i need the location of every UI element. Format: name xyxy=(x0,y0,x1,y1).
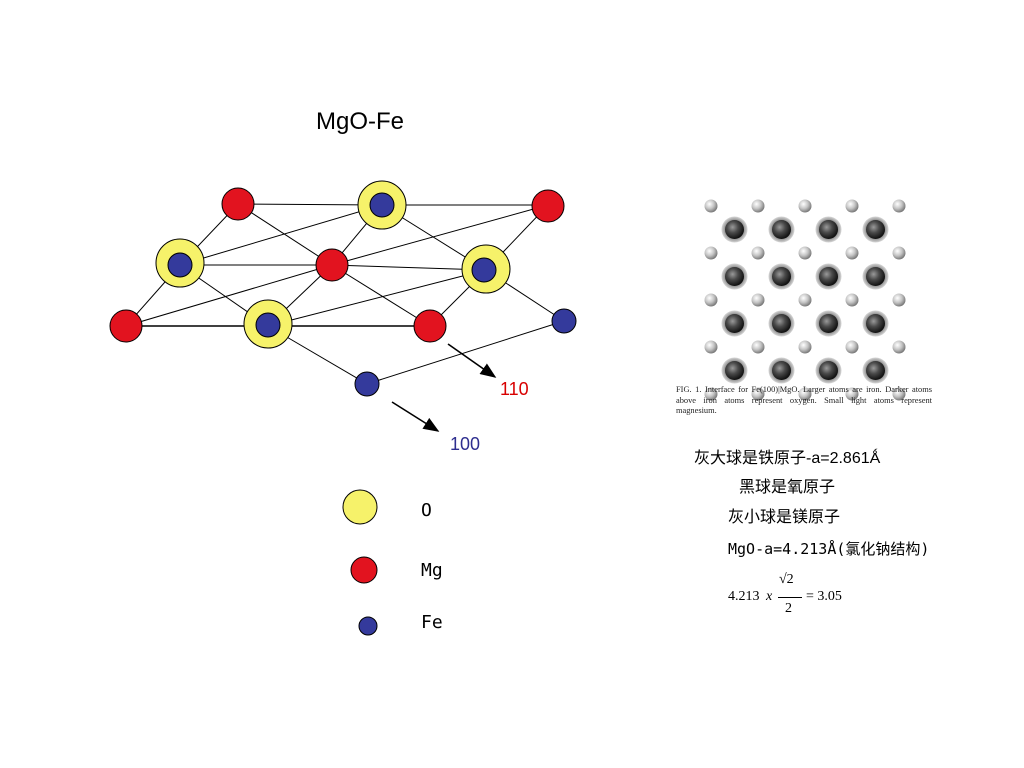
direction-arrows xyxy=(391,343,497,432)
note-iron: 灰大球是铁原子-a=2.861Ǻ xyxy=(694,444,880,468)
figure-oxygen-atom xyxy=(725,267,744,286)
formula-result: = 3.05 xyxy=(806,589,842,604)
lattice-ratio-formula: 4.213 x √2 2 = 3.05 xyxy=(728,570,868,622)
figure-magnesium-atom xyxy=(798,293,812,307)
arrow-100 xyxy=(391,401,440,432)
figure-magnesium-atom xyxy=(704,246,718,260)
figure-oxygen-atom xyxy=(725,314,744,333)
legend-fe-label: Fe xyxy=(421,612,443,633)
iron-atom xyxy=(369,192,395,218)
figure-magnesium-atom xyxy=(845,387,859,401)
figure-magnesium-atom xyxy=(845,340,859,354)
figure-oxygen-atom xyxy=(819,220,838,239)
note-magnesium: 灰小球是镁原子 xyxy=(728,507,841,526)
figure-oxygen-atom xyxy=(772,314,791,333)
figure-oxygen-atom xyxy=(772,267,791,286)
label-110: 110 xyxy=(500,379,529,399)
magnesium-atom xyxy=(315,248,349,282)
iron-atom xyxy=(354,371,380,397)
figure-magnesium-atom xyxy=(845,293,859,307)
figure-oxygen-atom xyxy=(819,267,838,286)
formula-coefficient: 4.213 xyxy=(728,589,760,604)
figure-magnesium-atom xyxy=(798,246,812,260)
legend-oxygen-symbol xyxy=(342,489,378,525)
figure-magnesium-atom xyxy=(798,387,812,401)
figure-magnesium-atom xyxy=(704,199,718,213)
label-100: 100 xyxy=(450,434,480,454)
figure-magnesium-atom xyxy=(704,340,718,354)
legend-magnesium-symbol xyxy=(350,556,378,584)
figure-magnesium-atom xyxy=(845,246,859,260)
iron-atom xyxy=(551,308,577,334)
figure-oxygen-atom xyxy=(772,361,791,380)
figure-oxygen-atom xyxy=(725,220,744,239)
figure-magnesium-atom xyxy=(892,387,906,401)
note-oxygen: 黑球是氧原子 xyxy=(739,477,836,496)
note-iron-cn: 灰大球是铁原子 xyxy=(694,448,807,467)
figure-magnesium-atom xyxy=(892,199,906,213)
slide-title: MgO-Fe xyxy=(315,108,404,135)
figure-oxygen-atom xyxy=(866,220,885,239)
figure-oxygen-atom xyxy=(819,361,838,380)
formula-radical: √2 xyxy=(779,572,794,587)
figure-oxygen-atom xyxy=(725,361,744,380)
lattice-bonds xyxy=(125,203,565,385)
magnesium-atoms xyxy=(109,187,565,343)
figure-magnesium-atom xyxy=(751,293,765,307)
figure-magnesium-atom xyxy=(892,340,906,354)
figure-magnesium-atom xyxy=(704,293,718,307)
figure-magnesium-atom xyxy=(845,199,859,213)
iron-atom xyxy=(255,312,281,338)
legend-o-label: O xyxy=(421,500,432,521)
formula-variable: x xyxy=(766,589,773,604)
figure-magnesium-atom xyxy=(751,387,765,401)
note-iron-lattice: -a=2.861Ǻ xyxy=(806,450,881,467)
figure-magnesium-atom xyxy=(798,340,812,354)
figure-oxygen-atom xyxy=(866,361,885,380)
figure-magnesium-atom xyxy=(751,246,765,260)
figure-oxygen-atom xyxy=(866,267,885,286)
figure-magnesium-atom xyxy=(892,293,906,307)
figure-magnesium-atom xyxy=(751,199,765,213)
magnesium-atom xyxy=(221,187,255,221)
figure-magnesium-atom xyxy=(704,387,718,401)
legend-mg-label: Mg xyxy=(421,560,443,581)
magnesium-atom xyxy=(413,309,447,343)
figure-oxygen-atom xyxy=(819,314,838,333)
figure-magnesium-atom xyxy=(892,246,906,260)
figure-magnesium-atom xyxy=(798,199,812,213)
legend-symbols xyxy=(342,489,378,636)
iron-atom xyxy=(471,257,497,283)
formula-denominator: 2 xyxy=(785,601,792,616)
interface-figure xyxy=(704,199,906,401)
figure-oxygen-atom xyxy=(866,314,885,333)
figure-magnesium-atom xyxy=(751,340,765,354)
legend-iron-symbol xyxy=(358,616,378,636)
figure-caption: FIG. 1. Interface for Fe(100)|MgO. Large… xyxy=(676,385,932,415)
magnesium-atom xyxy=(531,189,565,223)
magnesium-atom xyxy=(109,309,143,343)
formula-fraction-bar xyxy=(778,597,802,598)
iron-atoms xyxy=(167,192,577,397)
iron-atom xyxy=(167,252,193,278)
note-mgo-lattice: MgO-a=4.213Å(氯化钠结构) xyxy=(728,540,930,558)
figure-oxygen-atom xyxy=(772,220,791,239)
arrow-110 xyxy=(447,343,497,378)
